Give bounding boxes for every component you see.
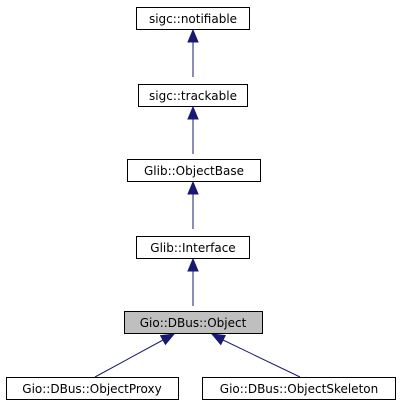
- edge-interface-to-objectbase: [187, 180, 199, 229]
- node-gio-dbus-objectskeleton[interactable]: Gio::DBus::ObjectSkeleton: [202, 377, 396, 400]
- node-label: Glib::ObjectBase: [144, 164, 244, 178]
- node-glib-interface[interactable]: Glib::Interface: [136, 236, 250, 259]
- node-sigc-trackable[interactable]: sigc::trackable: [138, 84, 248, 107]
- edge-proxy-to-object: [94, 333, 176, 378]
- node-label: sigc::trackable: [149, 89, 237, 103]
- node-gio-dbus-objectproxy[interactable]: Gio::DBus::ObjectProxy: [6, 377, 179, 400]
- node-label: sigc::notifiable: [149, 12, 237, 26]
- node-glib-objectbase[interactable]: Glib::ObjectBase: [127, 159, 261, 182]
- edge-object-to-interface: [187, 257, 199, 306]
- edge-objectbase-to-trackable: [187, 105, 199, 154]
- edge-skeleton-to-object: [210, 333, 301, 378]
- node-label: Glib::Interface: [150, 241, 235, 255]
- edge-trackable-to-notifiable: [187, 28, 199, 77]
- node-label: Gio::DBus::ObjectProxy: [22, 382, 161, 396]
- node-label: Gio::DBus::Object: [140, 316, 247, 330]
- node-sigc-notifiable[interactable]: sigc::notifiable: [136, 7, 250, 30]
- node-gio-dbus-object[interactable]: Gio::DBus::Object: [124, 311, 263, 334]
- node-label: Gio::DBus::ObjectSkeleton: [220, 382, 378, 396]
- edges: [94, 28, 301, 378]
